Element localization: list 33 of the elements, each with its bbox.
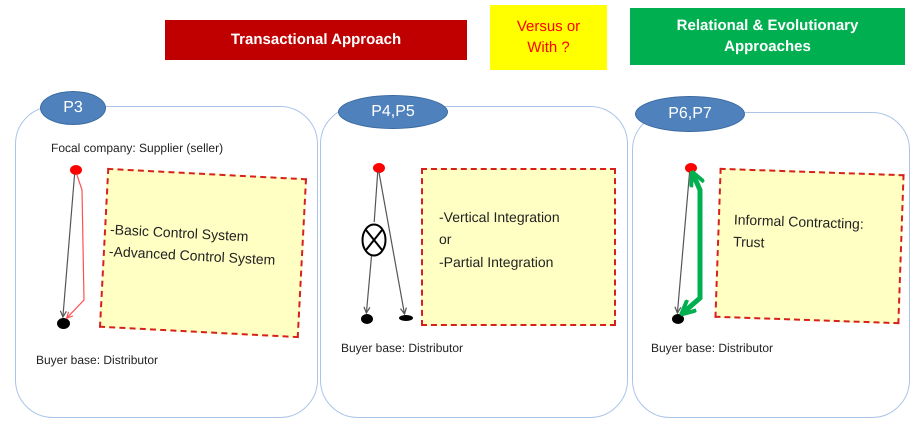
caption-text: Buyer base: Distributor bbox=[341, 341, 464, 355]
crossed-circle-symbol bbox=[361, 223, 387, 257]
arrow bbox=[60, 174, 76, 318]
caption-text: Focal company: Supplier (seller) bbox=[51, 141, 224, 155]
dot-marker bbox=[57, 318, 70, 329]
note-text: -Partial Integration bbox=[439, 252, 554, 272]
arrow bbox=[66, 174, 85, 319]
banner-text: Relational & Evolutionary Approaches bbox=[676, 16, 860, 56]
note-box bbox=[421, 168, 616, 326]
caption-text: Buyer base: Distributor bbox=[36, 353, 158, 367]
caption-text: Buyer base: Distributor bbox=[651, 341, 774, 355]
dot-marker bbox=[399, 315, 413, 321]
note-text: Informal Contracting: Trust bbox=[732, 210, 866, 253]
banner-text: Versus or With ? bbox=[516, 17, 582, 58]
banner-text: Transactional Approach bbox=[230, 30, 402, 50]
panel-frame bbox=[320, 106, 628, 418]
header-banner bbox=[490, 5, 607, 70]
arrow bbox=[363, 256, 372, 314]
dot-marker bbox=[685, 163, 697, 173]
dot-marker bbox=[373, 163, 385, 173]
arrow bbox=[674, 172, 690, 314]
dot-marker bbox=[70, 165, 82, 175]
note-text: or bbox=[439, 230, 452, 250]
header-banner bbox=[630, 8, 905, 65]
tag-label: P3 bbox=[63, 99, 83, 117]
note-text: -Vertical Integration bbox=[439, 208, 561, 227]
header-banner bbox=[165, 20, 467, 60]
arrow bbox=[679, 170, 706, 316]
arrow bbox=[378, 172, 407, 315]
tag-label: P6,P7 bbox=[668, 105, 712, 123]
dot-marker bbox=[361, 314, 373, 324]
tag-label: P4,P5 bbox=[371, 103, 415, 121]
dot-marker bbox=[672, 314, 684, 324]
